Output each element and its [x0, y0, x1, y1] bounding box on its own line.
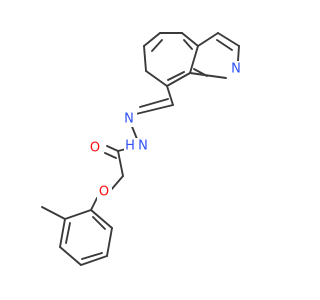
bond [92, 216, 106, 230]
bond [197, 32, 219, 47]
molecule-structure: N N N H O O [41, 32, 244, 266]
quinoline-n-label: N [231, 62, 241, 77]
bond [166, 85, 174, 106]
bond [110, 175, 124, 191]
bond [106, 227, 113, 257]
bond [151, 39, 163, 52]
hydrazone-n1-label: N [124, 112, 134, 127]
bond [41, 206, 66, 220]
bond [90, 209, 113, 229]
bond [81, 252, 103, 260]
bond [193, 68, 208, 77]
bond [104, 152, 117, 159]
bond [217, 32, 240, 47]
bond [59, 246, 82, 266]
bond [237, 45, 240, 62]
bond [80, 255, 108, 266]
bond [143, 32, 161, 47]
hydrazone-nitrogen-2: N [136, 138, 151, 154]
hydrazone-n2-label: N [138, 139, 148, 154]
atom-labels: N N N H O O [88, 61, 244, 200]
bond [59, 218, 66, 248]
carbonyl-oxygen: O [88, 140, 103, 156]
bond [143, 45, 147, 72]
bond [90, 197, 98, 211]
ether-oxygen: O [97, 184, 112, 200]
bond [64, 209, 92, 220]
bond [135, 104, 174, 115]
bond [166, 72, 191, 87]
bond [167, 71, 185, 81]
amide-h-label: H [125, 139, 135, 154]
bond [139, 98, 169, 108]
ether-o-label: O [99, 185, 109, 200]
hydrazone-nitrogen-1: N [122, 111, 137, 127]
bond [117, 150, 124, 177]
bond [189, 72, 227, 79]
bond [65, 222, 71, 244]
bond [145, 70, 168, 87]
bond [216, 39, 233, 51]
bond [189, 45, 199, 74]
bonds [41, 32, 240, 266]
bond [183, 39, 193, 50]
bond [181, 32, 199, 47]
carbonyl-o-label: O [90, 141, 100, 156]
quinoline-nitrogen: N [229, 61, 244, 77]
amide-hydrogen: H [124, 138, 136, 154]
bond [106, 145, 119, 152]
